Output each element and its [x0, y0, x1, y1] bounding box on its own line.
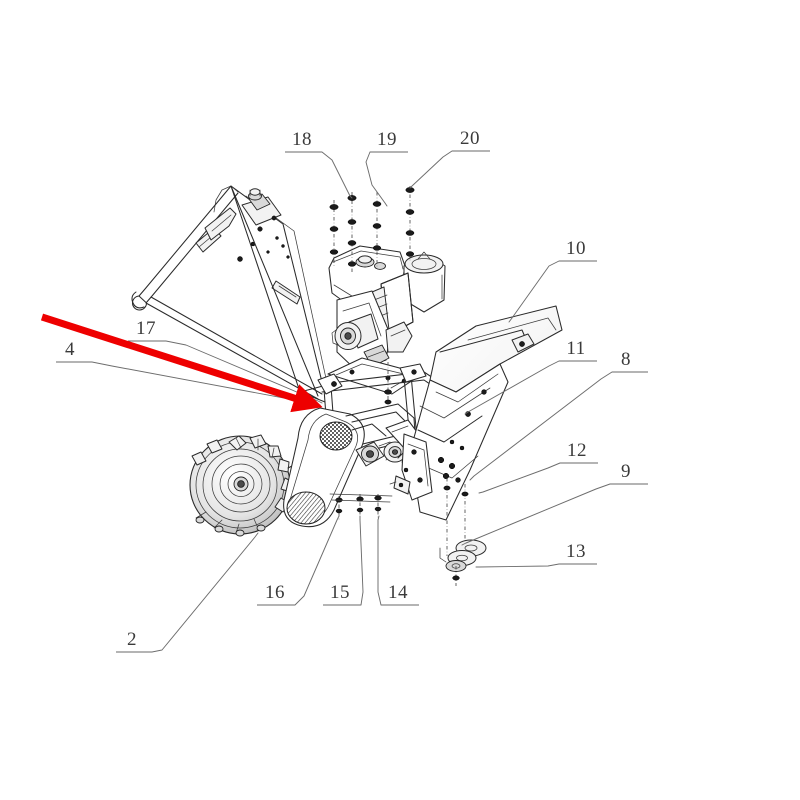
callout-11: 11 [559, 338, 597, 362]
callout-19: 19 [370, 129, 408, 153]
callout-18: 18 [285, 129, 322, 153]
callout-leader-11 [464, 360, 560, 415]
bolt-stack-belt-c [374, 494, 382, 520]
callout-leader-8 [469, 371, 613, 481]
callout-leader-14 [377, 515, 382, 606]
callout-leader-18 [321, 151, 353, 199]
engine-assembly [327, 245, 446, 395]
callout-9: 9 [610, 461, 648, 485]
bolt-stack-20 [405, 186, 415, 262]
callout-15: 15 [323, 582, 361, 606]
callout-leader-2 [151, 532, 259, 653]
callout-number-15: 15 [330, 582, 350, 603]
callout-4: 4 [56, 339, 92, 363]
callout-number-8: 8 [621, 349, 631, 370]
bolt-stack-19a [347, 192, 357, 272]
bolt-stack-belt-b [356, 494, 364, 520]
callout-8: 8 [612, 349, 648, 373]
callout-leader-16 [294, 515, 340, 606]
callout-number-9: 9 [621, 461, 631, 482]
belt-drive-assembly [283, 403, 421, 528]
callout-13: 13 [559, 541, 597, 565]
bolt-stack-engine-right [384, 362, 392, 405]
bolt-stack-chute-lower-a [443, 478, 451, 556]
callout-number-11: 11 [566, 338, 585, 359]
callout-leader-19 [365, 151, 388, 207]
callout-leader-15 [359, 515, 364, 606]
bolt-stack-18 [329, 200, 339, 268]
callout-leader-13 [475, 563, 560, 568]
callout-17: 17 [128, 318, 166, 342]
callout-16: 16 [257, 582, 295, 606]
callout-number-4: 4 [65, 339, 75, 360]
callout-20: 20 [452, 128, 490, 152]
callout-number-20: 20 [460, 128, 480, 149]
callout-leader-9 [461, 483, 611, 546]
callout-number-14: 14 [388, 582, 408, 603]
red-arrow [40, 313, 323, 413]
callout-number-10: 10 [566, 238, 586, 259]
callout-2: 2 [116, 629, 152, 653]
callout-number-19: 19 [377, 129, 397, 150]
bolt-stack-19b [372, 192, 382, 268]
callout-number-13: 13 [566, 541, 586, 562]
callout-number-2: 2 [127, 629, 137, 650]
callout-leader-12 [478, 462, 561, 494]
callout-10: 10 [559, 238, 597, 262]
callout-12: 12 [560, 440, 598, 464]
callout-number-16: 16 [265, 582, 285, 603]
callout-14: 14 [381, 582, 419, 606]
bolt-stack-chute-lower-b [461, 484, 469, 552]
fastener-stacks [329, 186, 415, 405]
callout-leader-20 [409, 150, 453, 189]
callout-leader-10 [508, 260, 560, 323]
callout-labels: 18 19 20 10 11 8 12 9 13 17 4 2 16 15 14 [56, 128, 648, 653]
handlebar-assembly [131, 185, 328, 403]
callout-leaders [91, 150, 613, 653]
callout-number-18: 18 [292, 129, 312, 150]
callout-number-17: 17 [136, 318, 156, 339]
callout-number-12: 12 [567, 440, 587, 461]
